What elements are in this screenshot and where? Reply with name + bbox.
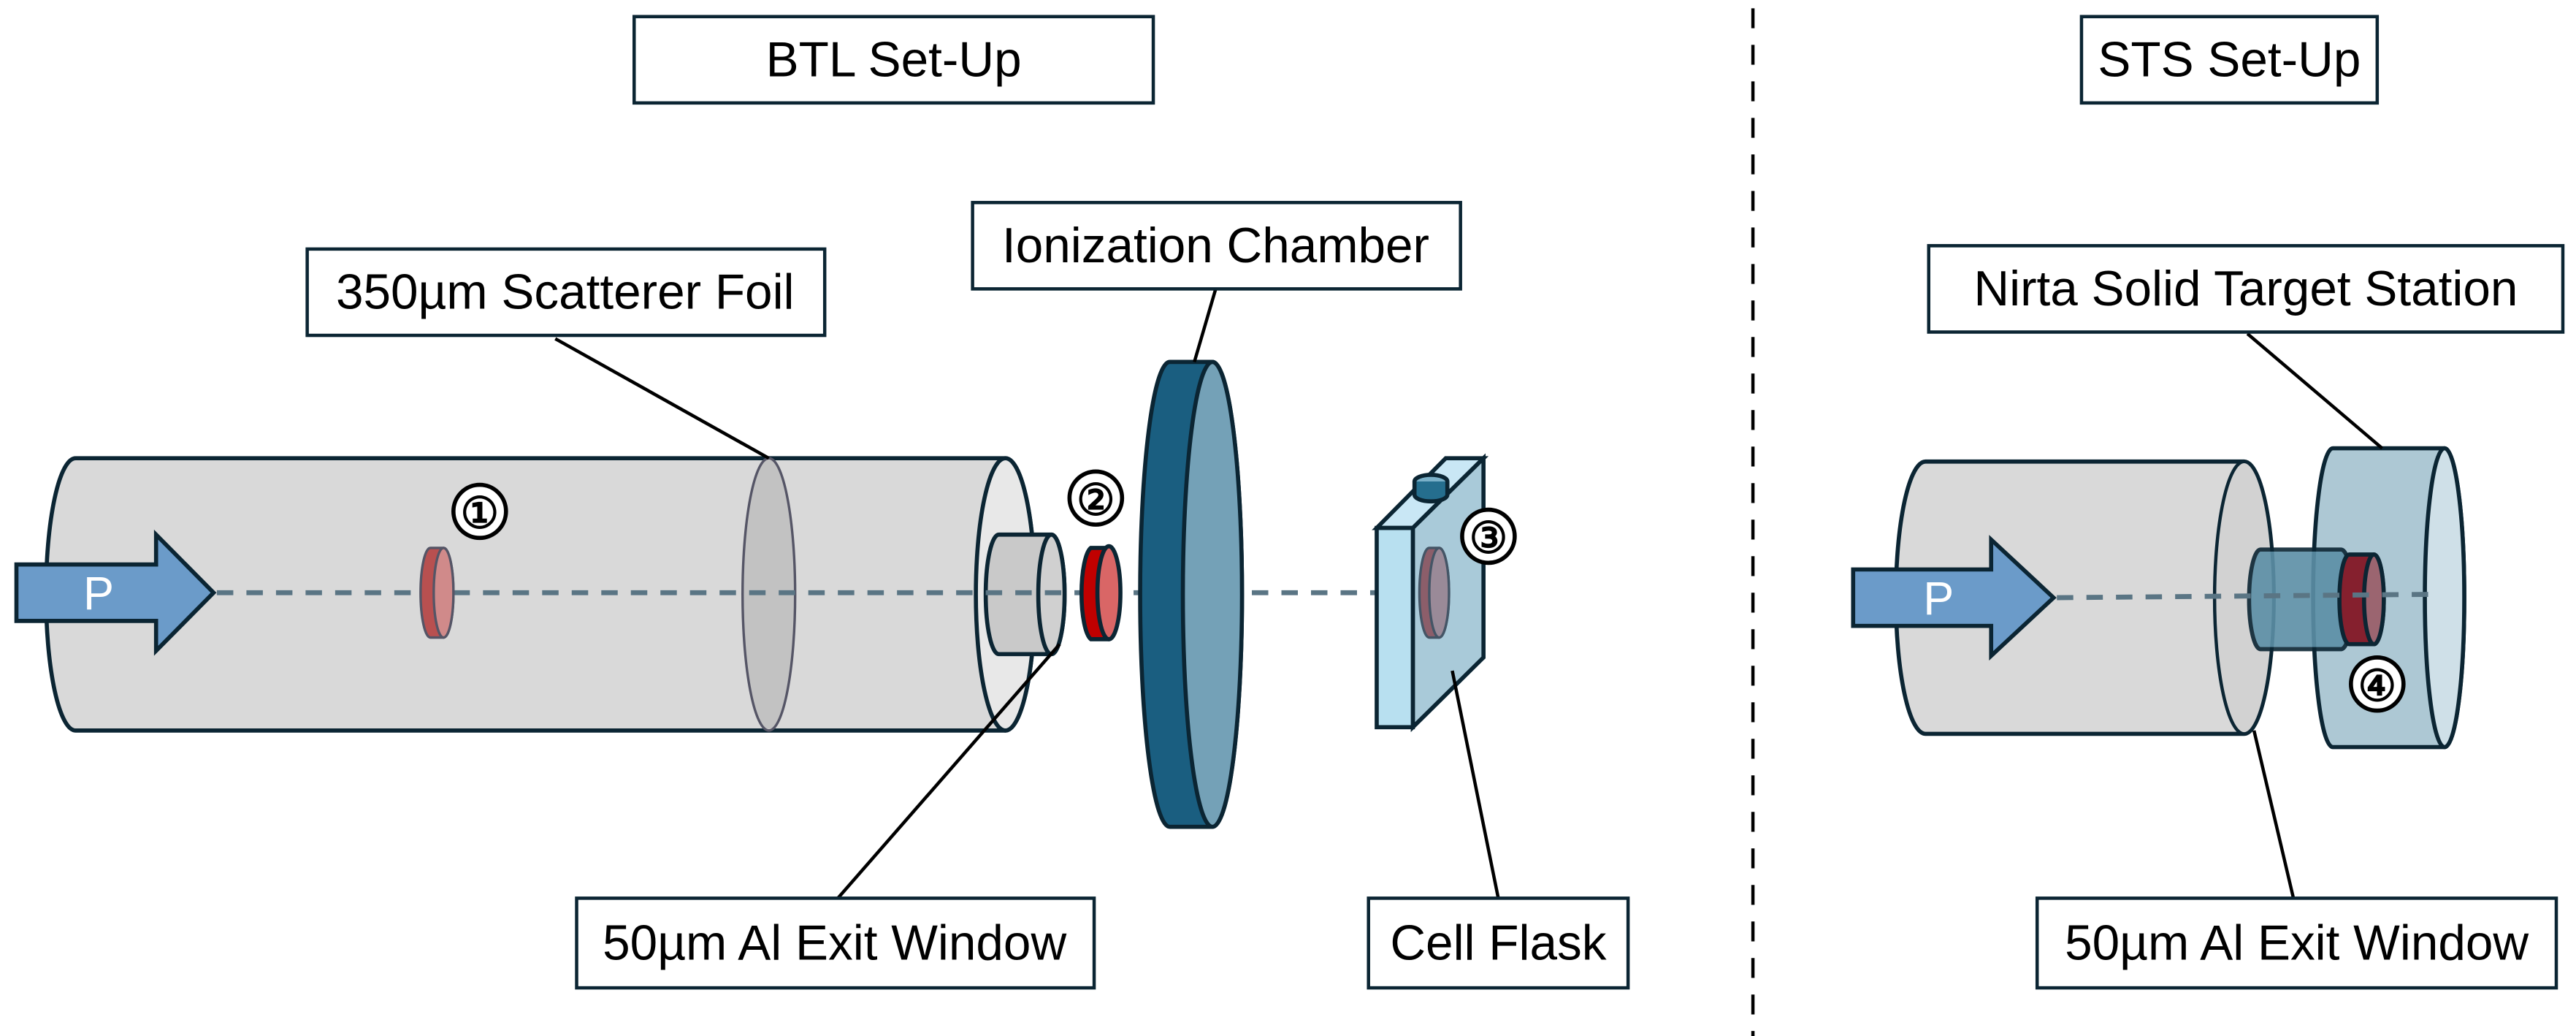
sts-beam-line: [2057, 592, 2428, 601]
sample-2: [1079, 544, 1123, 641]
btl-title: BTL Set-Up: [766, 32, 1022, 87]
sts-beam-pipe: [1893, 459, 2276, 736]
marker-3: ③: [1460, 507, 1517, 565]
btl-exit-window-label: 50µm Al Exit Window: [603, 915, 1067, 970]
ionization-chamber: [1138, 359, 1245, 829]
sts-target-holder: [2247, 547, 2386, 652]
sts-beam-label: P: [1923, 574, 1954, 625]
sts-target-station: [2311, 446, 2466, 750]
sts-title-box: STS Set-Up: [2079, 15, 2380, 105]
sts-exit-window-callout: 50µm Al Exit Window: [2035, 730, 2558, 990]
sts-beam-arrow: P: [1851, 535, 2057, 661]
cell-flask-label: Cell Flask: [1390, 915, 1606, 970]
btl-beam-label: P: [83, 568, 114, 620]
ionization-chamber-callout: Ionization Chamber: [971, 200, 1462, 363]
solid-target-station-callout: Nirta Solid Target Station: [1927, 244, 2565, 450]
sts-exit-window-label: 50µm Al Exit Window: [2065, 915, 2529, 970]
scatterer-foil-label: 350µm Scatterer Foil: [336, 264, 795, 319]
cell-flask-callout: Cell Flask: [1367, 670, 1630, 990]
marker-1: ①: [451, 482, 508, 541]
btl-beam-arrow: P: [14, 529, 217, 656]
marker-4: ④: [2349, 655, 2406, 713]
sts-title: STS Set-Up: [2098, 32, 2361, 87]
svg-text:②: ②: [1077, 476, 1115, 524]
svg-text:①: ①: [461, 490, 499, 537]
btl-title-box: BTL Set-Up: [632, 15, 1155, 105]
svg-text:④: ④: [2358, 663, 2396, 710]
marker-2: ②: [1067, 469, 1125, 527]
ionization-chamber-label: Ionization Chamber: [1002, 218, 1429, 273]
btl-beam-pipe: [44, 456, 1037, 733]
cell-flask: [1372, 453, 1489, 733]
btl-exit-window-callout: 50µm Al Exit Window: [575, 643, 1096, 990]
sample-1: [419, 546, 455, 639]
solid-target-station-label: Nirta Solid Target Station: [1973, 262, 2518, 316]
svg-text:③: ③: [1469, 514, 1507, 562]
scatterer-foil-callout: 350µm Scatterer Foil: [305, 247, 827, 460]
